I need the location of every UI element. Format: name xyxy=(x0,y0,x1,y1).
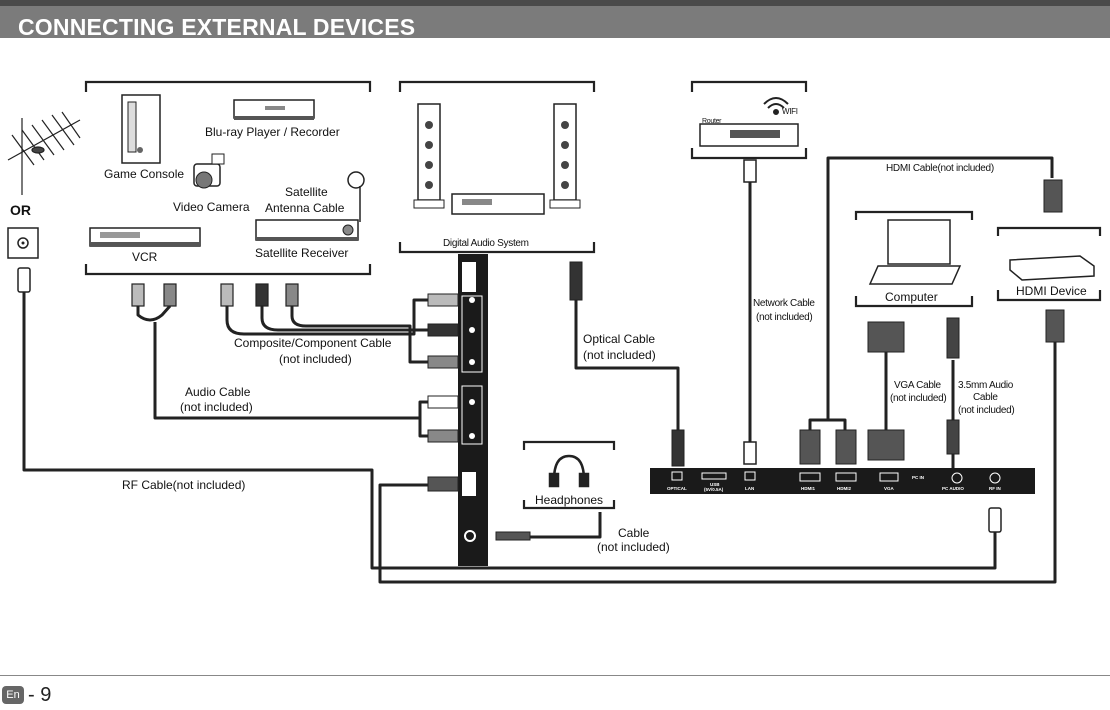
vga-label-2: (not included) xyxy=(890,393,946,404)
vga-label-1: VGA Cable xyxy=(894,380,942,391)
language-badge: En xyxy=(2,686,24,704)
port-pc-in: PC IN xyxy=(912,475,924,480)
headphone-cable xyxy=(530,512,602,539)
satellite-receiver-icon xyxy=(255,219,359,241)
wifi-label: WIFI xyxy=(782,107,798,116)
antenna-icon xyxy=(7,111,81,195)
rf-cable-label: RF Cable(not included) xyxy=(122,478,245,492)
hdmi-device-cable xyxy=(378,340,1057,584)
hp-cable-label-2: (not included) xyxy=(597,540,670,554)
lan-plug-top xyxy=(743,159,757,183)
digital-audio-label: Digital Audio System xyxy=(443,238,529,249)
audio35-plug-bottom xyxy=(946,419,960,455)
panel-rca-plugs xyxy=(427,293,459,492)
hdmi-device-bracket xyxy=(996,226,1102,302)
vcr-icon xyxy=(89,227,201,247)
hdmi-cable-label: HDMI Cable(not included) xyxy=(886,163,994,174)
composite-cable-b xyxy=(260,306,428,332)
optical-label-2: (not included) xyxy=(583,348,656,362)
port-usb: USB xyxy=(710,482,720,487)
composite-label-2: (not included) xyxy=(279,352,352,366)
satellite-cable-label-2: Antenna Cable xyxy=(265,201,345,215)
headphones-icon xyxy=(548,454,590,488)
lan-plug-bottom xyxy=(743,441,757,465)
headphones-bracket xyxy=(522,440,616,510)
hdmi1-plug xyxy=(799,429,821,465)
hdmi-plug-top xyxy=(1043,179,1063,213)
satellite-cable-label-1: Satellite xyxy=(285,185,328,199)
hdmi-plug-device xyxy=(1045,309,1065,343)
satellite-dish-icon xyxy=(347,171,365,222)
hdmi2-plug xyxy=(835,429,857,465)
rca-plugs xyxy=(131,283,299,307)
audio-cable-label-2: (not included) xyxy=(180,400,253,414)
bluray-icon xyxy=(233,99,315,120)
audio35-label-3: (not included) xyxy=(958,405,1014,416)
port-optical: OPTICAL xyxy=(667,486,687,491)
audio-receiver-icon xyxy=(451,193,545,215)
audio35-label-2: Cable xyxy=(973,392,998,403)
rf-plug-right xyxy=(988,507,1002,533)
port-pc-audio: PC AUDIO xyxy=(942,486,964,491)
title-band xyxy=(0,6,1110,38)
port-hdmi1: HDMI1 xyxy=(801,486,815,491)
audio-cable xyxy=(136,305,172,322)
header-bar xyxy=(0,0,1110,6)
hdmi-cable xyxy=(808,156,1054,440)
page-number: - 9 xyxy=(28,684,52,706)
bluray-label: Blu-ray Player / Recorder xyxy=(205,125,340,139)
footer-divider xyxy=(0,675,1110,676)
wifi-icon xyxy=(763,97,789,115)
composite-label-1: Composite/Component Cable xyxy=(234,336,392,350)
port-hdmi2: HDMI2 xyxy=(837,486,851,491)
computer-bracket xyxy=(854,210,974,308)
computer-label: Computer xyxy=(885,290,938,304)
speaker-right-icon xyxy=(549,103,581,209)
port-usb-sub: (5V/0.5A) xyxy=(704,487,724,492)
headphones-label: Headphones xyxy=(535,493,603,507)
router-icon xyxy=(699,123,799,147)
optical-plug-bottom xyxy=(671,429,685,467)
cables xyxy=(22,156,1057,584)
composite-cable-c xyxy=(290,306,428,364)
port-rf-in: RF IN xyxy=(989,486,1001,491)
av-devices-bracket xyxy=(84,80,372,276)
audio35-plug-top xyxy=(946,317,960,359)
router-label: Router xyxy=(702,118,722,125)
digital-audio-bracket xyxy=(398,80,596,254)
network-label-1: Network Cable xyxy=(753,298,815,309)
page-title: CONNECTING EXTERNAL DEVICES xyxy=(18,14,416,40)
audio-cable-label-1: Audio Cable xyxy=(185,385,251,399)
vga-plug-top xyxy=(867,321,905,353)
speaker-left-icon xyxy=(413,103,445,209)
rf-cable xyxy=(22,292,997,570)
vga-plug-bottom xyxy=(867,429,905,461)
optical-cable xyxy=(574,300,680,432)
port-vga: VGA xyxy=(884,486,895,491)
hp-cable-label-1: Cable xyxy=(618,526,650,540)
hdmi-device-icon xyxy=(1009,255,1095,281)
tv-bottom-panel xyxy=(650,468,1035,494)
optical-label-1: Optical Cable xyxy=(583,332,655,346)
optical-plug-top xyxy=(569,261,583,301)
audio35-label-1: 3.5mm Audio xyxy=(958,380,1014,391)
composite-cable xyxy=(225,298,428,336)
coax-wall-jack-icon xyxy=(7,227,39,293)
video-camera-icon xyxy=(193,153,225,189)
game-console-icon xyxy=(121,94,161,164)
hdmi-device-label: HDMI Device xyxy=(1016,284,1087,298)
or-label: OR xyxy=(10,202,31,218)
laptop-icon xyxy=(868,219,962,285)
vcr-label: VCR xyxy=(132,250,158,264)
video-camera-label: Video Camera xyxy=(173,200,250,214)
satellite-receiver-label: Satellite Receiver xyxy=(255,246,348,260)
network-label-2: (not included) xyxy=(756,312,812,323)
tv-side-panel xyxy=(458,254,488,566)
audio-cable-c xyxy=(418,418,428,438)
headphone-plug xyxy=(495,531,531,541)
router-bracket xyxy=(690,80,808,160)
game-console-label: Game Console xyxy=(104,167,184,181)
port-lan: LAN xyxy=(745,486,754,491)
